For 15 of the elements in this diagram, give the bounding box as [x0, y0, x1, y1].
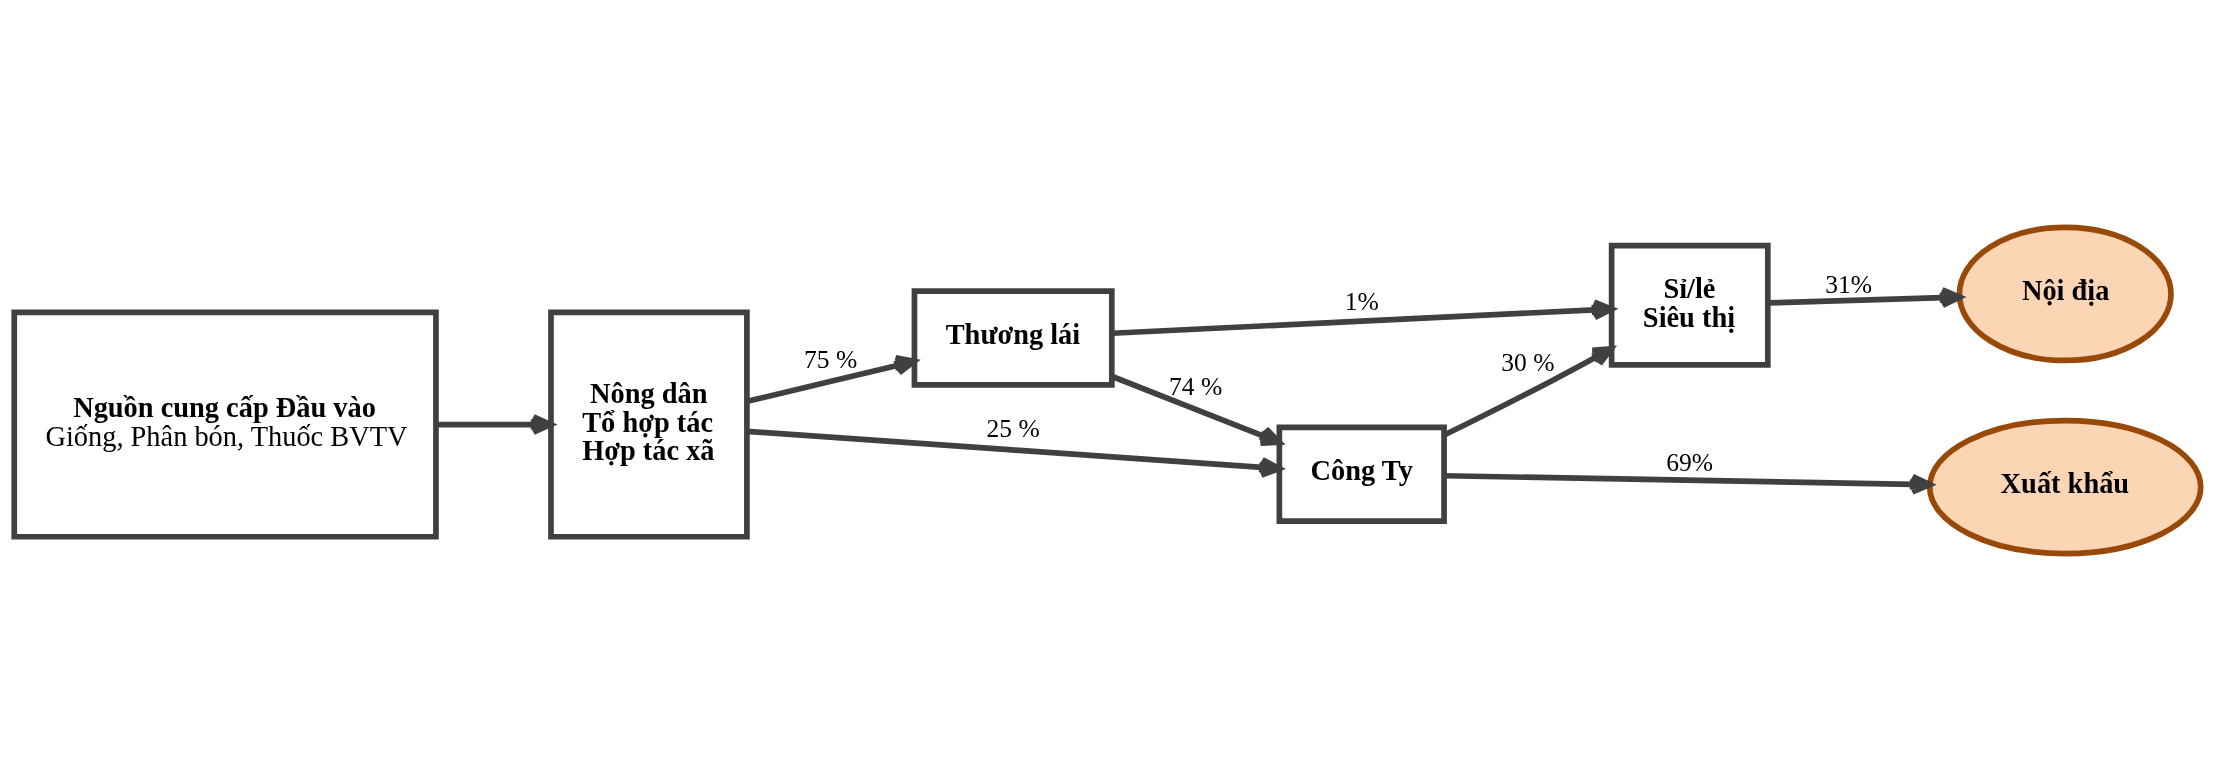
edge-label: 31%	[1825, 270, 1873, 300]
edge-label: 69%	[1666, 447, 1714, 477]
node-box: Nguồn cung cấp Đầu vào Giống, Phân bón, Thuốc BVTV	[11, 309, 439, 540]
node-ellipse: Nội địa	[1956, 224, 2174, 364]
edge-label: 30 %	[1501, 348, 1555, 378]
node-box: Thương lái	[911, 288, 1115, 388]
node-box: Nông dân Tổ hợp tác Hợp tác xã	[548, 309, 750, 540]
node-box: Công Ty	[1276, 424, 1447, 524]
edge-label: 75 %	[804, 345, 858, 375]
node-box: Sỉ/lẻ Siêu thị	[1608, 242, 1771, 368]
node-ellipse: Xuất khẩu	[1926, 417, 2204, 557]
edge-label: 25 %	[986, 413, 1040, 443]
arrow	[1111, 373, 1283, 446]
edge-label: 74 %	[1168, 372, 1223, 402]
edge-label: 1%	[1344, 287, 1379, 317]
